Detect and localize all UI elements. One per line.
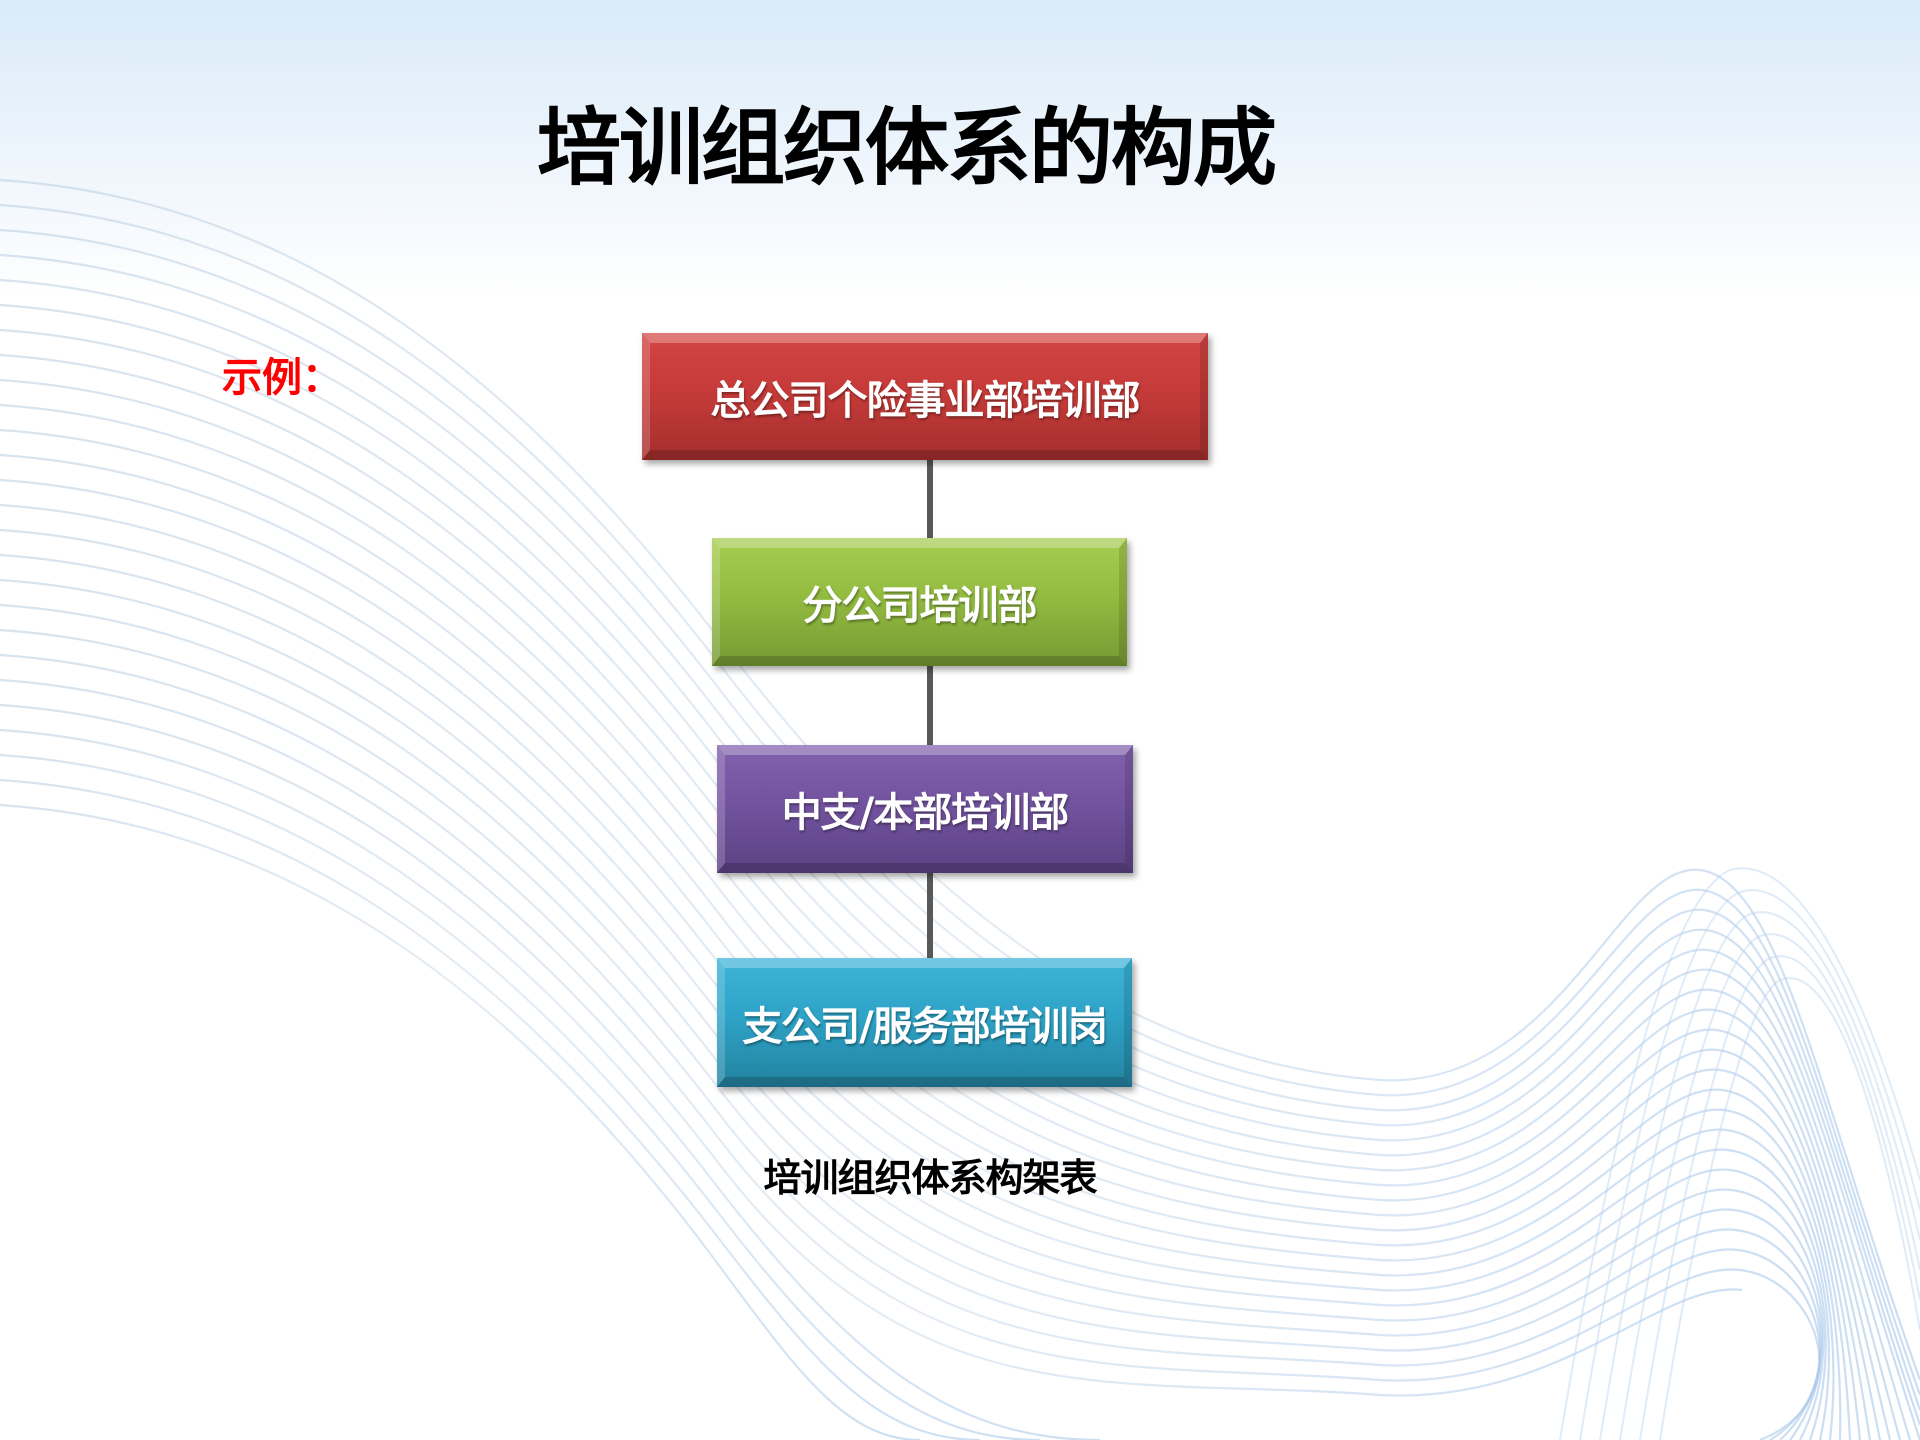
example-label: 示例： <box>222 354 342 401</box>
org-node-head-office-training[interactable]: 总公司个险事业部培训部 <box>642 333 1208 460</box>
connector-line <box>927 873 933 958</box>
org-node-label: 分公司培训部 <box>802 583 1038 629</box>
org-node-sub-branch-training-post[interactable]: 支公司/服务部培训岗 <box>717 958 1132 1087</box>
org-node-label: 总公司个险事业部培训部 <box>710 377 1141 424</box>
org-node-label: 支公司/服务部培训岗 <box>742 1003 1108 1050</box>
org-node-label: 中支/本部培训部 <box>781 790 1070 836</box>
org-node-central-branch-training[interactable]: 中支/本部培训部 <box>717 745 1133 873</box>
chart-caption: 培训组织体系构架表 <box>763 1156 1097 1200</box>
connector-line <box>927 666 933 745</box>
connector-line <box>927 460 933 538</box>
slide-title: 培训组织体系的构成 <box>536 99 1277 197</box>
org-node-branch-training[interactable]: 分公司培训部 <box>712 538 1127 666</box>
